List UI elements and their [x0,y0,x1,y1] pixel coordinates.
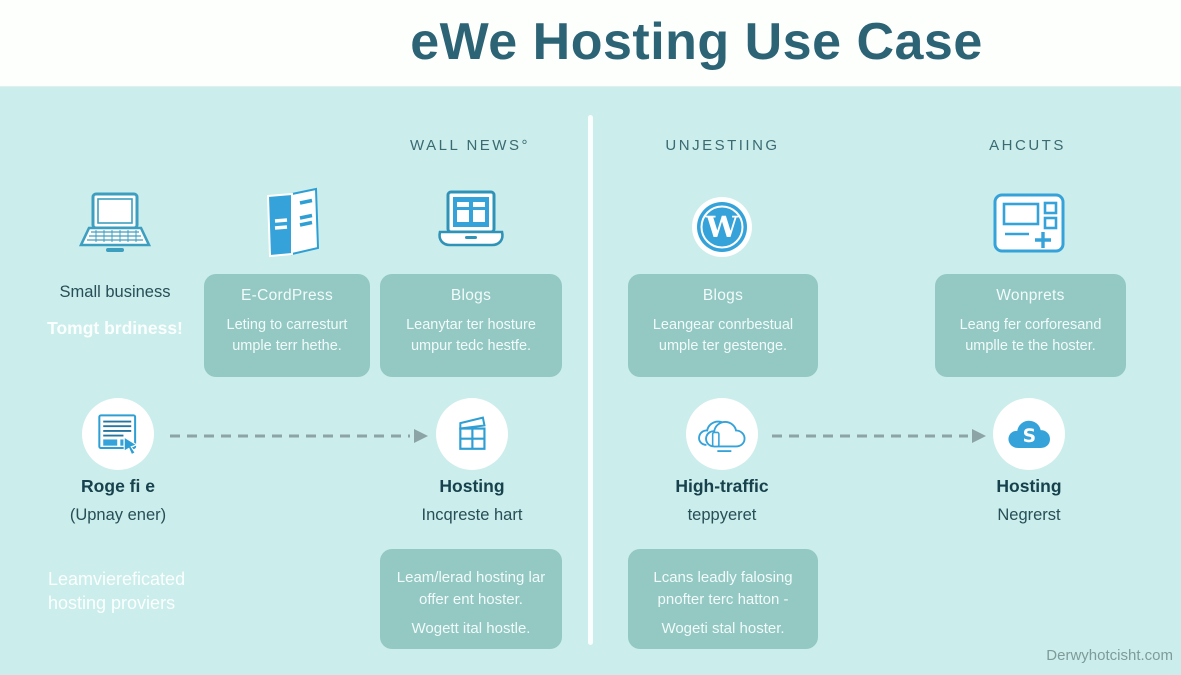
small-business-label: Small business [59,283,171,301]
hosting-left-label: Hosting [439,476,505,496]
card-body: Leang fer corforesand umplle te the host… [959,317,1102,355]
hosting-grid-icon [436,398,508,470]
card-body: Leam/lerad hosting lar offer ent hoster. [396,569,546,608]
card-e-cordpress: E-CordPress Leting to carresturt umple t… [204,274,370,377]
card-title: Blogs [450,287,492,304]
flow-arrow-left [168,428,430,444]
page-title: eWe Hosting Use Case [410,13,983,71]
high-traffic-sublabel: teppyeret [687,506,757,524]
hosting-right-sublabel: Negrerst [997,506,1061,524]
wordpress-icon: W [692,197,752,257]
card-title: Blogs [702,287,744,304]
card-title: Wonprets [996,287,1065,304]
card-body: Lcans leadly falosing pnofter terc hatto… [653,569,793,608]
cloud-s-icon: S [993,398,1065,470]
small-business-sublabel: Tomgt brdiness! [47,318,183,338]
cloud-outline-icon [686,398,758,470]
note-line-2: hosting proviers [48,593,176,614]
column-divider [588,115,593,645]
card-title: E-CordPress [240,287,334,304]
header-bar [0,0,1181,87]
hosting-providers-note: Leamviereficated hosting proviers [48,567,268,616]
card-footer: Wogeti stal hoster. [661,619,785,637]
card-bottom-left: Leam/lerad hosting lar offer ent hoster.… [380,549,562,649]
card-wonprets: Wonprets Leang fer corforesand umplle te… [935,274,1126,377]
roge-sublabel: (Upnay ener) [69,506,167,524]
column-header-right: AHCUTS [989,137,1066,154]
wordpress-letter: W [705,210,739,244]
hosting-right-label: Hosting [996,476,1062,496]
monitor-plus-icon [993,193,1065,253]
flow-arrow-right [770,428,988,444]
card-bottom-right: Lcans leadly falosing pnofter terc hatto… [628,549,818,649]
card-body: Leanytar ter hosture umpur tedc hestfe. [406,317,536,355]
high-traffic-label: High-traffic [675,476,769,496]
hosting-left-sublabel: Incqreste hart [421,506,523,524]
card-blogs-left: Blogs Leanytar ter hosture umpur tedc he… [380,274,562,377]
note-line-1: Leamviereficated [48,569,186,589]
card-blogs-right: Blogs Leangear conrbestual umple ter ges… [628,274,818,377]
column-header-left: WALL NEWS° [410,137,530,154]
cloud-letter: S [1023,426,1036,447]
card-footer: Wogett ital hostle. [411,619,531,637]
laptop-outline-icon [76,192,154,258]
laptop-blue-screen-icon [432,190,510,258]
newspaper-cursor-icon [82,398,154,470]
watermark: Derwyhotcisht.com [1046,647,1173,664]
column-header-middle: UNJESTIING [665,137,780,154]
roge-label: Roge fi e [81,476,155,496]
card-body: Leangear conrbestual umple ter gestenge. [652,317,794,355]
card-body: Leting to carresturt umple terr hethe. [226,317,348,355]
brochure-icon [260,186,324,260]
